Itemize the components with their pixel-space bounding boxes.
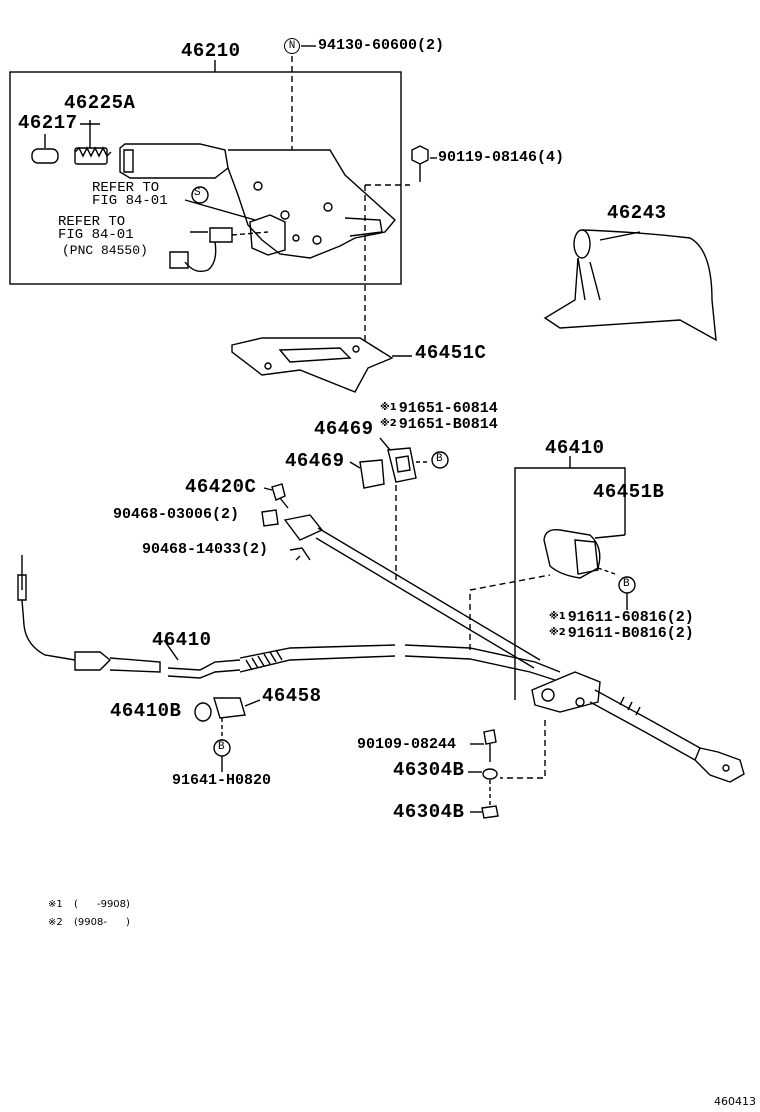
label-46420C[interactable]: 46420C <box>185 476 257 498</box>
routing-line-2 <box>500 720 546 779</box>
nut-46304B-1 <box>468 768 498 780</box>
cap-46217 <box>31 134 59 164</box>
clip-90468-03006 <box>261 509 279 527</box>
spring-46225A <box>74 120 112 165</box>
front-cable <box>283 514 541 669</box>
label-91651-60814-text: 91651-60814 <box>398 400 498 417</box>
label-90468-03006[interactable]: 90468-03006(2) <box>113 506 240 523</box>
bolt-90119 <box>364 145 437 345</box>
label-46458[interactable]: 46458 <box>262 685 322 707</box>
label-90109-08244[interactable]: 90109-08244 <box>357 736 457 753</box>
nut-46304B-2 <box>470 780 499 819</box>
marker-n: N <box>284 38 300 54</box>
note-mark-2: ※2 <box>380 418 397 429</box>
assembly-box-46210 <box>9 71 402 285</box>
label-90468-14033[interactable]: 90468-14033(2) <box>142 541 269 558</box>
label-91651-B0814-text: 91651-B0814 <box>398 416 498 433</box>
refer-pnc[interactable]: (PNC 84550) <box>62 243 148 258</box>
grommet-46451B <box>543 529 636 610</box>
cushion-46410B <box>194 702 231 772</box>
note-mark-2b: ※2 <box>549 627 566 638</box>
label-46469-a[interactable]: 46469 <box>314 418 374 440</box>
label-94130-60600[interactable]: 94130-60600(2) <box>318 37 445 54</box>
label-91641-H0820[interactable]: 91641-H0820 <box>172 772 272 789</box>
label-46410B[interactable]: 46410B <box>110 700 182 722</box>
label-46217[interactable]: 46217 <box>18 112 78 134</box>
refer-fig-1[interactable]: FIG 84-01 <box>92 193 168 209</box>
label-91611-B0816-text: 91611-B0816(2) <box>567 625 694 642</box>
label-46210[interactable]: 46210 <box>181 40 241 62</box>
leader-46410-lower <box>163 639 179 661</box>
refer-to-2: REFER TO <box>58 214 126 230</box>
marker-s-circle <box>191 186 209 204</box>
boot-46243 <box>543 229 717 342</box>
switch-connector <box>169 199 269 273</box>
label-46469-b[interactable]: 46469 <box>285 450 345 472</box>
bolt-90109 <box>470 729 497 762</box>
bolt-46420C <box>263 483 289 509</box>
marker-b-3: B <box>218 741 225 753</box>
note-mark-1: ※1 <box>380 402 397 413</box>
marker-s: S <box>194 187 201 199</box>
equalizer-and-rear-cable-right <box>531 671 745 783</box>
label-46304B-a[interactable]: 46304B <box>393 759 465 781</box>
marker-b-1: B <box>436 453 443 465</box>
brake-lever <box>119 143 396 259</box>
refer-fig-2[interactable]: FIG 84-01 <box>58 227 134 243</box>
footnote-2-mark: ※2 <box>48 917 63 928</box>
label-46451B[interactable]: 46451B <box>593 481 665 503</box>
label-46225A[interactable]: 46225A <box>64 92 136 114</box>
rear-cable-left <box>17 555 161 673</box>
footnote-1-mark: ※1 <box>48 899 63 910</box>
label-90119-08146[interactable]: 90119-08146(4) <box>438 149 565 166</box>
label-46304B-b[interactable]: 46304B <box>393 801 465 823</box>
base-plate-46451C <box>231 337 412 393</box>
refer-to-1: REFER TO <box>92 180 160 196</box>
clip-46469 <box>349 437 449 580</box>
footnote-1-text: ( -9908) <box>74 899 130 910</box>
rear-cable-center <box>167 644 561 681</box>
clip-90468-14033 <box>289 547 311 561</box>
label-46243[interactable]: 46243 <box>607 202 667 224</box>
note-mark-1b: ※1 <box>549 611 566 622</box>
marker-b-2: B <box>623 578 630 590</box>
clamp-46458 <box>213 697 261 719</box>
label-46410-lower[interactable]: 46410 <box>152 629 212 651</box>
footnote-2-text: (9908- ) <box>74 917 130 928</box>
label-46451C[interactable]: 46451C <box>415 342 487 364</box>
routing-line-1 <box>469 574 551 650</box>
label-46410-top[interactable]: 46410 <box>545 437 605 459</box>
figure-id: 460413 <box>714 1095 756 1108</box>
label-91611-60816-text: 91611-60816(2) <box>567 609 694 626</box>
